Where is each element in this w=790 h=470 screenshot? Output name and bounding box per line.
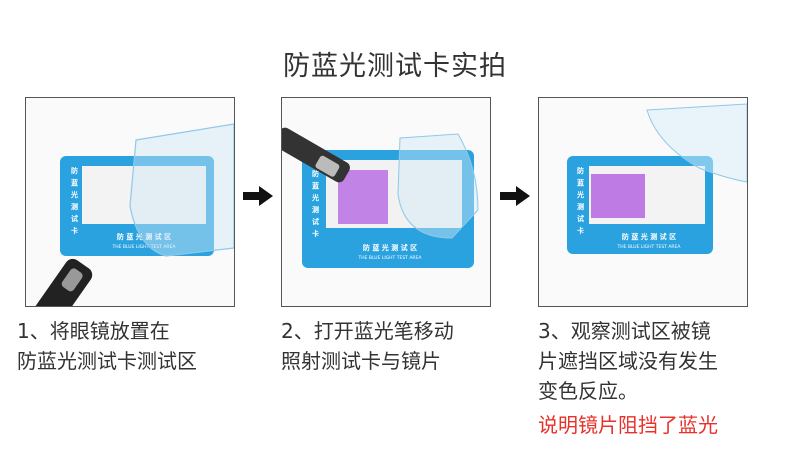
caption-line: 防蓝光测试卡测试区: [17, 349, 197, 373]
svg-text:蓝: 蓝: [312, 181, 319, 190]
step2-photo: 防 蓝 光 测 试 卡 防 蓝 光 测 试 区 THE BLUE LIGHT T…: [281, 97, 491, 307]
caption-line: 变色反应。: [538, 379, 638, 403]
caption-line: 片遮挡区域没有发生: [538, 349, 718, 373]
caption-line: 照射测试卡与镜片: [281, 349, 441, 373]
svg-text:防 蓝 光 测 试 区: 防 蓝 光 测 试 区: [622, 232, 676, 241]
step1-photo: 防 蓝 光 测 试 卡 防 蓝 光 测 试 区 THE BLUE LIGHT T…: [25, 97, 235, 307]
svg-text:测: 测: [71, 202, 78, 211]
caption-line: 1、将眼镜放置在: [17, 319, 170, 343]
svg-text:THE BLUE LIGHT TEST AREA: THE BLUE LIGHT TEST AREA: [617, 244, 682, 250]
conclusion-note: 说明镜片阻挡了蓝光: [538, 413, 718, 437]
purple-reaction: [591, 174, 645, 218]
laser-pen-icon: [282, 127, 350, 183]
svg-text:试: 试: [577, 214, 584, 223]
page-title: 防蓝光测试卡实拍: [283, 51, 507, 82]
step1-caption: 1、将眼镜放置在 防蓝光测试卡测试区: [17, 316, 197, 376]
arrow-right-icon: [500, 186, 530, 206]
step3-caption: 3、观察测试区被镜 片遮挡区域没有发生 变色反应。: [538, 316, 718, 406]
lens: [129, 123, 234, 257]
step3-photo: 防 蓝 光 测 试 卡 防 蓝 光 测 试 区 THE BLUE LIGHT T…: [538, 97, 748, 307]
svg-text:防 蓝 光 测 试 区: 防 蓝 光 测 试 区: [117, 232, 171, 241]
step2-caption: 2、打开蓝光笔移动 照射测试卡与镜片: [281, 316, 454, 376]
lens: [397, 133, 479, 239]
svg-text:THE BLUE LIGHT TEST AREA: THE BLUE LIGHT TEST AREA: [358, 255, 423, 261]
svg-text:卡: 卡: [577, 226, 584, 235]
svg-text:防: 防: [577, 166, 584, 175]
svg-text:防: 防: [312, 169, 319, 178]
svg-text:防: 防: [71, 166, 78, 175]
purple-reaction: [338, 170, 388, 224]
svg-text:卡: 卡: [71, 226, 78, 235]
arrow-right-icon: [243, 186, 273, 206]
svg-text:试: 试: [71, 214, 78, 223]
svg-text:测: 测: [312, 205, 319, 214]
caption-line: 3、观察测试区被镜: [538, 319, 711, 343]
svg-text:卡: 卡: [312, 229, 319, 238]
svg-text:光: 光: [311, 193, 319, 202]
caption-line: 2、打开蓝光笔移动: [281, 319, 454, 343]
svg-text:THE BLUE LIGHT TEST AREA: THE BLUE LIGHT TEST AREA: [112, 244, 177, 250]
svg-text:测: 测: [577, 202, 584, 211]
test-area: [82, 166, 206, 224]
svg-text:试: 试: [312, 217, 319, 226]
svg-text:光: 光: [70, 190, 78, 199]
svg-text:蓝: 蓝: [577, 178, 584, 187]
lens: [646, 103, 747, 183]
svg-text:防 蓝 光 测 试 区: 防 蓝 光 测 试 区: [363, 243, 417, 252]
svg-text:光: 光: [576, 190, 584, 199]
svg-text:蓝: 蓝: [71, 178, 78, 187]
laser-pen-icon: [33, 258, 93, 306]
